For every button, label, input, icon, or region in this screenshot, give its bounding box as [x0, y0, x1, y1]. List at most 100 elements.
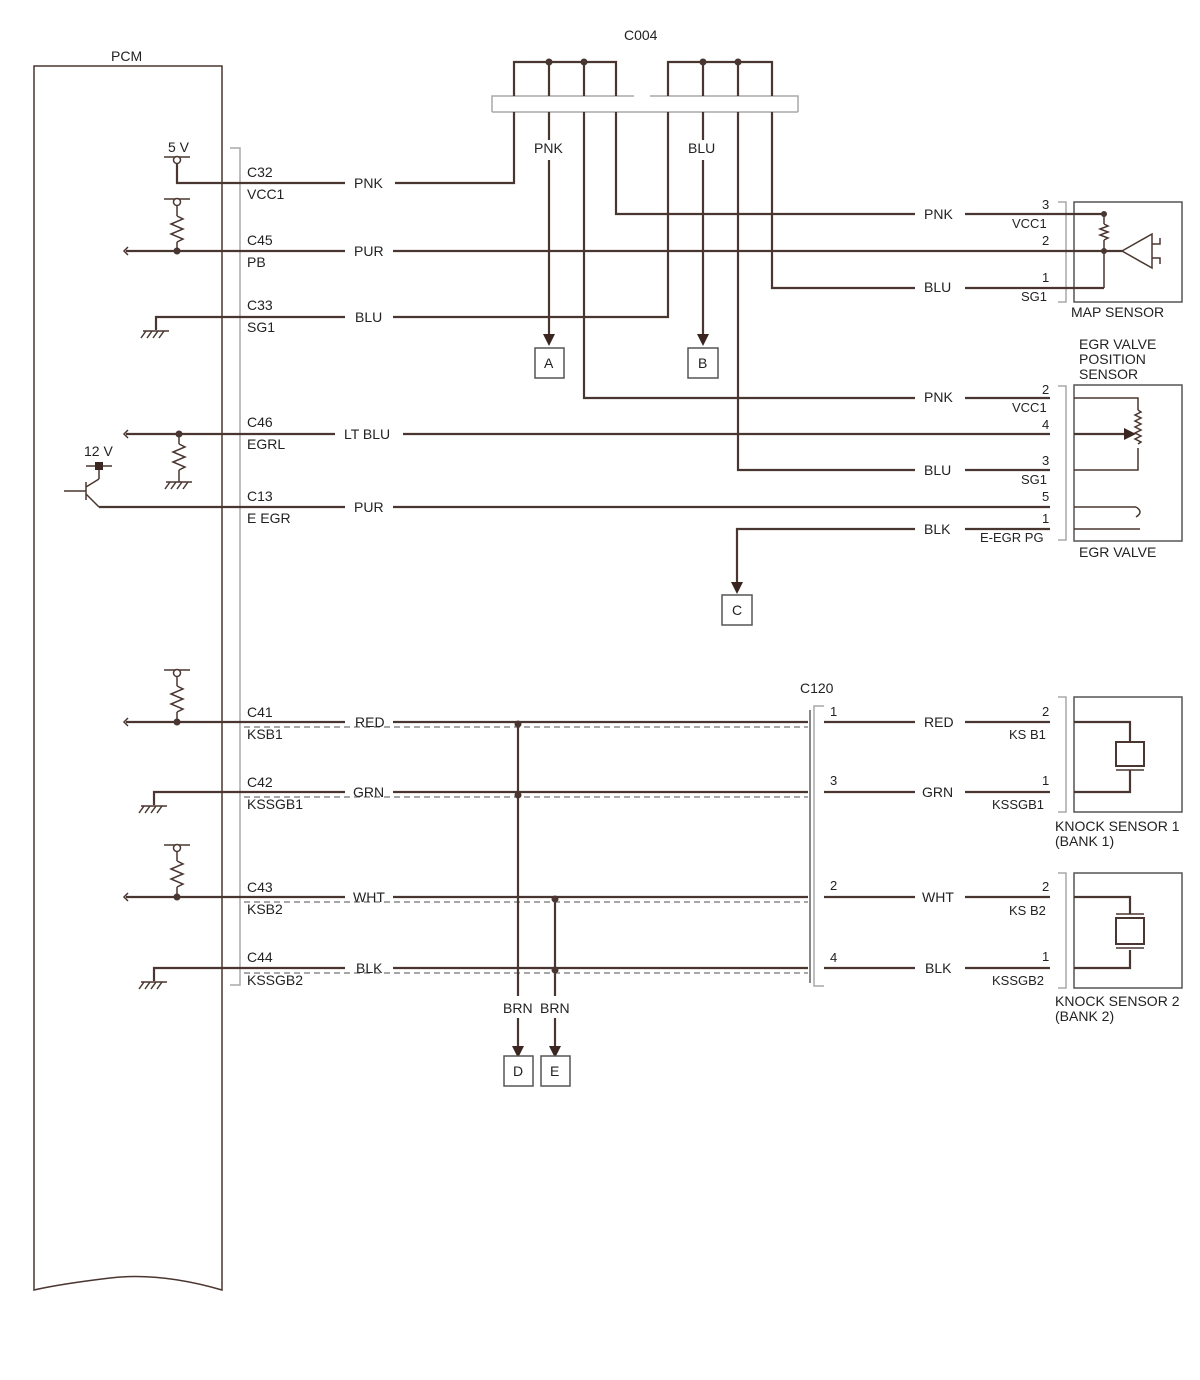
ref-c: C: [732, 602, 742, 618]
ksb2-circuit: [122, 843, 345, 902]
pin-c45-name: PB: [247, 254, 266, 270]
egr-pos-wire-2: PNK: [924, 389, 953, 405]
ref-b: B: [698, 355, 707, 371]
egr-pin-labels: PNK 2 VCC1 4 BLU 3 SG1 5 BLK 1 E-EGR PG: [924, 382, 1049, 545]
ks2-pin-2: 2: [1042, 879, 1049, 894]
egr-pos-pin-2-name: VCC1: [1012, 400, 1047, 415]
wire-c44: BLK: [356, 960, 383, 976]
egr-valve-title: EGR VALVE: [1079, 544, 1156, 560]
c004-blu-label: BLU: [688, 140, 715, 156]
eegr-circuit: 12 V: [64, 443, 1050, 509]
map-sensor-title: MAP SENSOR: [1071, 304, 1164, 320]
ks1-wire-2: RED: [924, 714, 954, 730]
pin-c44-name: KSSGB2: [247, 972, 303, 988]
egr-valve-pin-5: 5: [1042, 489, 1049, 504]
egr-pos-wire-3: BLU: [924, 462, 951, 478]
egr-pos-pin-3: 3: [1042, 453, 1049, 468]
egr-pos-pin-4: 4: [1042, 417, 1049, 432]
map-pin-2: 2: [1042, 233, 1049, 248]
pin-c41: C41: [247, 704, 273, 720]
ks2-wire-2: WHT: [922, 889, 954, 905]
pin-c44: C44: [247, 949, 273, 965]
pin-c46-name: EGRL: [247, 436, 285, 452]
map-pin-3-name: VCC1: [1012, 216, 1047, 231]
ksb1-circuit: [122, 668, 345, 727]
egr-pos-pin-2: 2: [1042, 382, 1049, 397]
kssgb1-circuit: [138, 790, 345, 814]
vcc1-circuit: 5 V: [164, 112, 516, 185]
c120-pin-4: 4: [830, 950, 837, 965]
ks2-title-2: (BANK 2): [1055, 1008, 1114, 1024]
ref-a: A: [544, 355, 554, 371]
ref-e: E: [550, 1063, 559, 1079]
sg1-circuit: [140, 112, 670, 339]
ks2-pin-1-name: KSSGB2: [992, 973, 1044, 988]
c120-label: C120: [800, 680, 834, 696]
ks1-pin-2-name: KS B1: [1009, 727, 1046, 742]
egr-valve-pin-1: 1: [1042, 511, 1049, 526]
egr-valve-pin-1-name: E-EGR PG: [980, 530, 1044, 545]
pcm-terminal-labels: C32 VCC1 PNK C45 PB PUR C33 SG1 BLU C46 …: [247, 164, 390, 988]
wire-c13: PUR: [354, 499, 384, 515]
wire-c45: PUR: [354, 243, 384, 259]
egr-valve-wire-1: BLK: [924, 521, 951, 537]
pin-c13-name: E EGR: [247, 510, 291, 526]
ks1-title-1: KNOCK SENSOR 1: [1055, 818, 1180, 834]
knock-sensor-pin-labels: RED 2 KS B1 GRN 1 KSSGB1 WHT 2 KS B2 BLK…: [922, 704, 1049, 988]
ks2-pin-1: 1: [1042, 949, 1049, 964]
wire-c42: GRN: [353, 784, 384, 800]
pin-c43: C43: [247, 879, 273, 895]
pin-c42: C42: [247, 774, 273, 790]
pin-c33: C33: [247, 297, 273, 313]
c004-label: C004: [624, 27, 658, 43]
knock-sensor-1: KNOCK SENSOR 1 (BANK 1): [1055, 696, 1183, 849]
pb-circuit: [122, 197, 1050, 256]
map-wire-1: BLU: [924, 279, 951, 295]
egr-position-sensor: EGR VALVE POSITION SENSOR EGR VALVE: [1058, 336, 1183, 560]
5v-label: 5 V: [168, 139, 190, 155]
ref-d: D: [513, 1063, 523, 1079]
ks2-title-1: KNOCK SENSOR 2: [1055, 993, 1180, 1009]
knock-sensor-2: KNOCK SENSOR 2 (BANK 2): [1055, 872, 1183, 1024]
map-pin-1-name: SG1: [1021, 289, 1047, 304]
c120-connector: C120 1 3 2 4: [800, 680, 1050, 987]
reference-boxes: A B C D E BRN BRN: [503, 347, 753, 1087]
map-pin-1: 1: [1042, 270, 1049, 285]
egrl-circuit: [122, 429, 1050, 490]
egr-pos-title-2: POSITION: [1079, 351, 1146, 367]
pcm-label: PCM: [111, 48, 142, 64]
ks2-pin-2-name: KS B2: [1009, 903, 1046, 918]
pin-c43-name: KSB2: [247, 901, 283, 917]
pin-c32: C32: [247, 164, 273, 180]
c004-connector: C004 PNK BLU: [491, 27, 799, 156]
12v-label: 12 V: [84, 443, 113, 459]
pin-c33-name: SG1: [247, 319, 275, 335]
wire-c41: RED: [355, 714, 385, 730]
wire-c32: PNK: [354, 175, 383, 191]
drain-wire-d: BRN: [503, 1000, 533, 1016]
pin-c41-name: KSB1: [247, 726, 283, 742]
c120-pin-3: 3: [830, 773, 837, 788]
pin-c46: C46: [247, 414, 273, 430]
pin-c32-name: VCC1: [247, 186, 285, 202]
map-pin-3: 3: [1042, 197, 1049, 212]
map-sensor-pin-labels: PNK 3 VCC1 2 BLU 1 SG1: [924, 197, 1049, 304]
drain-wire-e: BRN: [540, 1000, 570, 1016]
pin-c13: C13: [247, 488, 273, 504]
pin-c45: C45: [247, 232, 273, 248]
wire-c46: LT BLU: [344, 426, 390, 442]
egr-pos-title-1: EGR VALVE: [1079, 336, 1156, 352]
ks1-pin-1-name: KSSGB1: [992, 797, 1044, 812]
egr-pos-pin-3-name: SG1: [1021, 472, 1047, 487]
wire-c33: BLU: [355, 309, 382, 325]
pin-c42-name: KSSGB1: [247, 796, 303, 812]
ks1-wire-1: GRN: [922, 784, 953, 800]
pcm-module: PCM: [33, 48, 241, 1291]
map-wire-3: PNK: [924, 206, 953, 222]
c120-pin-2: 2: [830, 878, 837, 893]
kssgb2-circuit: [138, 966, 345, 990]
c120-pin-1: 1: [830, 704, 837, 719]
map-sensor: MAP SENSOR: [1050, 201, 1183, 320]
ks1-title-2: (BANK 1): [1055, 833, 1114, 849]
